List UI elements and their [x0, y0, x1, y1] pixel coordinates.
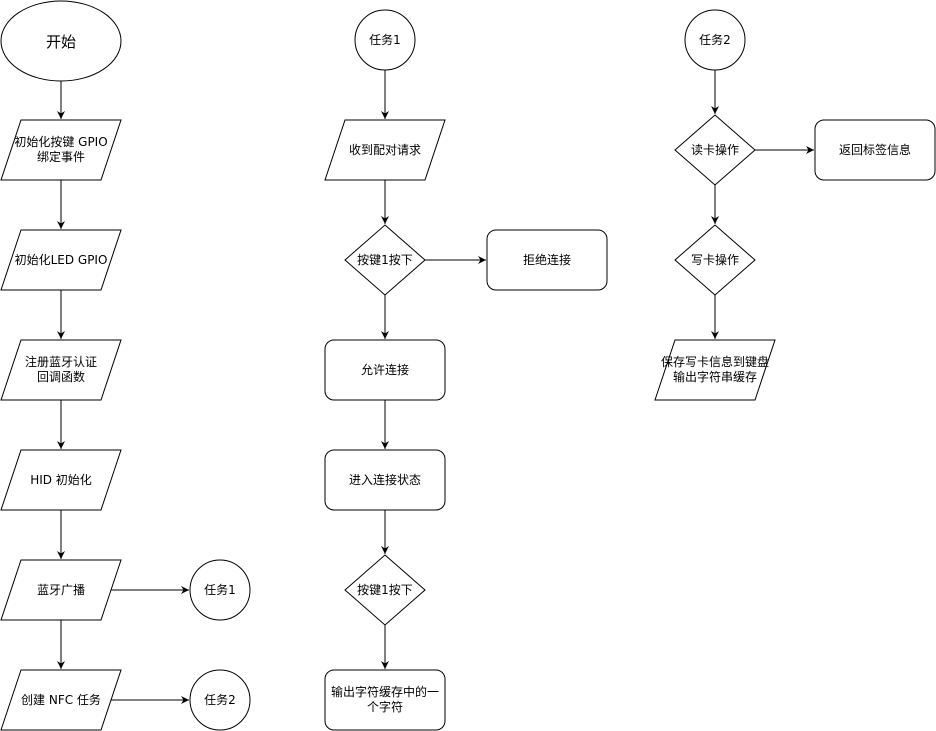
- node-task1-label: 任务1: [369, 32, 401, 47]
- node-init-key-line1: 初始化按键 GPIO: [14, 135, 107, 149]
- node-allow-label: 允许连接: [361, 362, 409, 377]
- node-hid-init: HID 初始化: [0, 449, 122, 511]
- node-key1-decision-a-label: 按键1按下: [357, 253, 413, 267]
- node-save-write: 保存写卡信息到键盘 输出字符串缓存: [654, 339, 776, 401]
- node-bt-adv-label: 蓝牙广播: [37, 583, 85, 597]
- node-key1-decision-b-label: 按键1按下: [357, 583, 413, 597]
- node-read-card-label: 读卡操作: [691, 142, 739, 157]
- node-read-card: 读卡操作: [674, 114, 756, 186]
- node-init-led: 初始化LED GPIO: [0, 229, 122, 291]
- node-init-led-label: 初始化LED GPIO: [15, 253, 108, 267]
- node-recv-pair-label: 收到配对请求: [349, 143, 421, 157]
- node-task2-ref: 任务2: [189, 669, 251, 731]
- node-create-nfc-label: 创建 NFC 任务: [21, 692, 101, 707]
- node-enter-conn-label: 进入连接状态: [349, 472, 421, 487]
- node-task2-ref-label: 任务2: [204, 692, 236, 707]
- node-task1-ref-label: 任务1: [204, 582, 236, 597]
- node-reject: 拒绝连接: [486, 229, 608, 291]
- node-task2-label: 任务2: [699, 32, 731, 47]
- node-write-card-label: 写卡操作: [691, 252, 739, 267]
- node-key1-decision-b: 按键1按下: [344, 554, 426, 626]
- node-save-write-line2: 输出字符串缓存: [673, 369, 757, 384]
- node-init-key-line2: 绑定事件: [37, 149, 85, 164]
- node-enter-conn: 进入连接状态: [324, 449, 446, 511]
- node-return-tag: 返回标签信息: [814, 119, 936, 181]
- node-task2: 任务2: [684, 9, 746, 71]
- node-task1-ref: 任务1: [189, 559, 251, 621]
- node-start-label: 开始: [46, 33, 76, 51]
- node-reg-bt-line1: 注册蓝牙认证: [25, 354, 97, 369]
- node-output-char-line1: 输出字符缓存中的一: [331, 684, 439, 699]
- node-create-nfc: 创建 NFC 任务: [0, 669, 122, 731]
- node-hid-init-label: HID 初始化: [30, 473, 92, 487]
- node-save-write-line1: 保存写卡信息到键盘: [661, 354, 769, 369]
- node-output-char-line2: 个字符: [367, 699, 403, 714]
- node-key1-decision-a: 按键1按下: [344, 224, 426, 296]
- node-start: 开始: [0, 0, 122, 82]
- node-allow: 允许连接: [324, 339, 446, 401]
- node-init-key: 初始化按键 GPIO 绑定事件: [0, 119, 122, 181]
- node-reg-bt: 注册蓝牙认证 回调函数: [0, 339, 122, 401]
- node-recv-pair: 收到配对请求: [324, 119, 446, 181]
- node-reg-bt-line2: 回调函数: [37, 369, 85, 384]
- node-task1: 任务1: [354, 9, 416, 71]
- node-output-char: 输出字符缓存中的一 个字符: [324, 669, 446, 731]
- node-return-tag-label: 返回标签信息: [839, 142, 911, 157]
- node-reject-label: 拒绝连接: [523, 252, 571, 267]
- node-bt-adv: 蓝牙广播: [0, 559, 122, 621]
- node-write-card: 写卡操作: [674, 224, 756, 296]
